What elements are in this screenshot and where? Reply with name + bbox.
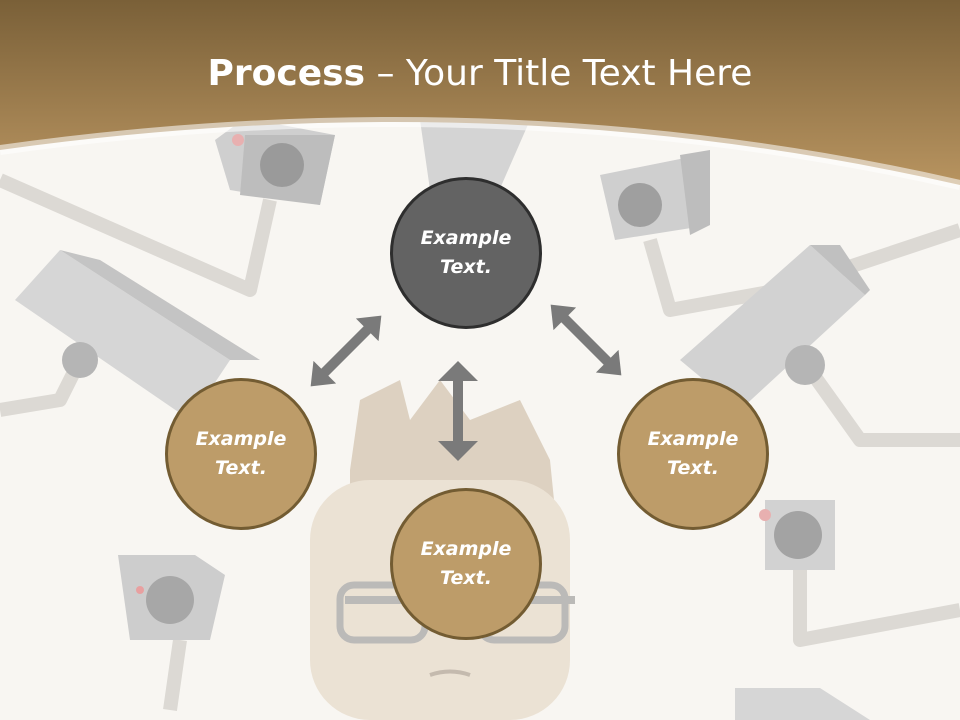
process-node-top[interactable]: Example Text. xyxy=(390,177,542,329)
security-camera-icon xyxy=(15,250,260,420)
security-camera-icon xyxy=(600,150,710,240)
process-node-right[interactable]: Example Text. xyxy=(617,378,769,530)
title-bold: Process xyxy=(207,53,366,94)
page-title: Process – Your Title Text Here xyxy=(0,52,960,96)
node-label: Example Text. xyxy=(195,428,287,479)
security-camera-icon xyxy=(759,500,835,570)
security-camera-icon xyxy=(680,245,870,410)
node-label: Example Text. xyxy=(647,428,739,479)
process-node-center[interactable]: Example Text. xyxy=(390,488,542,640)
camera-cables xyxy=(0,173,960,711)
process-node-left[interactable]: Example Text. xyxy=(165,378,317,530)
node-label: Example Text. xyxy=(420,227,512,278)
security-camera-icon xyxy=(735,688,870,720)
security-camera-icon xyxy=(215,118,335,205)
security-camera-icon xyxy=(118,555,225,640)
node-label: Example Text. xyxy=(420,538,512,589)
title-rest: – Your Title Text Here xyxy=(365,53,753,94)
